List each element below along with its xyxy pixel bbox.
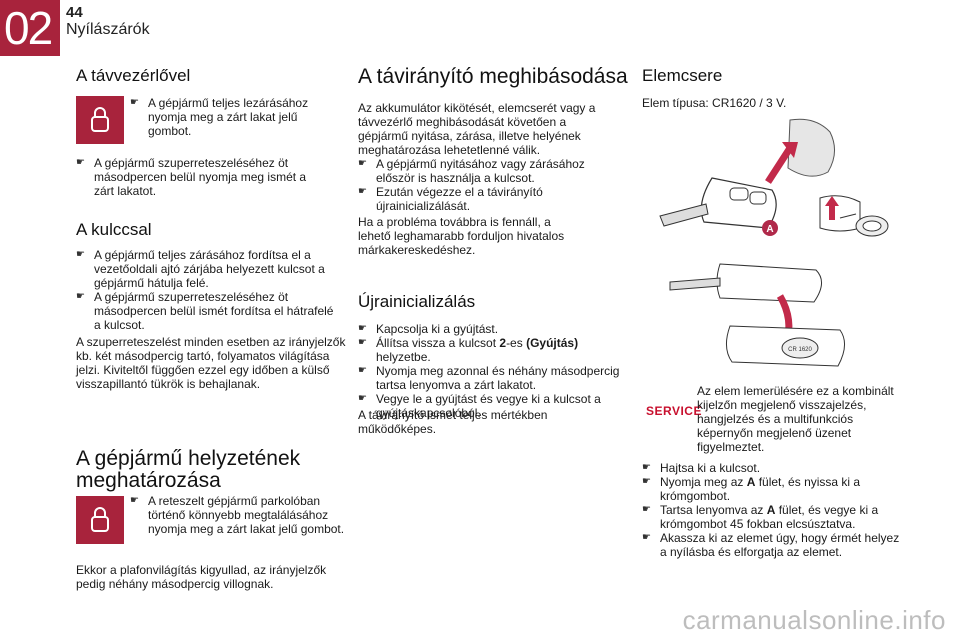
battery-step3-a: Tartsa lenyomva az	[660, 503, 767, 517]
lock-icon	[76, 96, 124, 144]
battery-marking: CR 1620	[788, 347, 812, 353]
list-item: A gépjármű nyitásához vagy zárásához elő…	[358, 157, 623, 185]
reinit-step2-d: (Gyújtás)	[526, 336, 579, 350]
watermark: carmanualsonline.info	[682, 605, 946, 635]
locate-steps: A reteszelt gépjármű parkolóban történő …	[130, 494, 345, 536]
heading-battery: Elemcsere	[642, 66, 723, 85]
chapter-tab: 02	[0, 0, 60, 56]
heading-remote: A távvezérlővel	[76, 66, 191, 85]
list-item: A reteszelt gépjármű parkolóban történő …	[130, 494, 345, 536]
lock-icon	[76, 496, 124, 544]
heading-locate: A gépjármű helyzetének meghatározása	[76, 448, 300, 492]
reinit-step2-c: -es	[506, 336, 527, 350]
list-item: Nyomja meg azonnal és néhány másodpercig…	[358, 364, 628, 392]
reinit-step2-e: helyzetbe.	[376, 350, 431, 364]
battery-step2-b: A	[746, 475, 756, 489]
battery-step3-c: fület, és vegye ki a krómgombot 45 fokba…	[660, 503, 879, 531]
list-item: Tartsa lenyomva az A fület, és vegye ki …	[642, 503, 907, 531]
locate-note: Ekkor a plafonvilágítás kigyullad, az ir…	[76, 563, 327, 591]
key-steps: A gépjármű teljes zárásához fordítsa el …	[76, 248, 341, 332]
reinit-step2-b: 2	[499, 336, 507, 350]
battery-step2-c: fület, és nyissa ki a krómgombot.	[660, 475, 861, 503]
reinit-note: A távirányító ismét teljes mértékben műk…	[358, 408, 548, 436]
battery-step3-b: A	[766, 503, 776, 517]
reinit-step2-a: Állítsa vissza a kulcsot	[376, 336, 500, 350]
page-number: 44	[66, 4, 83, 21]
reinit-steps: Kapcsolja ki a gyújtást. Állítsa vissza …	[358, 322, 628, 420]
list-item: A gépjármű teljes zárásához fordítsa el …	[76, 248, 341, 290]
heading-locate-line2: meghatározása	[76, 469, 221, 492]
list-item: Ezután végezze el a távirányító újrainic…	[358, 185, 623, 213]
failure-note: Ha a probléma továbbra is fennáll, a leh…	[358, 215, 565, 257]
section-title: Nyílászárók	[66, 21, 150, 38]
superlock-note: A szuperreteszelést minden esetben az ir…	[76, 335, 346, 391]
remote-lock-steps: A gépjármű teljes lezárásához nyomja meg…	[130, 96, 340, 138]
key-battery-illustration: A CR 1620	[659, 118, 889, 367]
list-item: Hajtsa ki a kulcsot.	[642, 461, 907, 475]
list-item: Nyomja meg az A fület, és nyissa ki a kr…	[642, 475, 907, 503]
service-note: Az elem lemerülésére ez a kombinált kije…	[697, 384, 894, 454]
list-item: A gépjármű szuperreteszeléséhez öt másod…	[76, 290, 341, 332]
failure-intro: Az akkumulátor kikötését, elemcserét vag…	[358, 101, 596, 157]
heading-reinit: Újrainicializálás	[358, 292, 476, 311]
heading-locate-line1: A gépjármű helyzetének	[76, 447, 301, 470]
list-item: Vegye le a gyújtást és vegye ki a kulcso…	[358, 392, 628, 420]
label-a: A	[766, 224, 773, 235]
heading-key: A kulccsal	[76, 220, 152, 239]
list-item: A gépjármű szuperreteszeléséhez öt másod…	[76, 156, 326, 198]
remote-superlock-steps: A gépjármű szuperreteszeléséhez öt másod…	[76, 156, 326, 198]
heading-remote-failure: A távirányító meghibásodása	[358, 65, 628, 88]
list-item: Állítsa vissza a kulcsot 2-es (Gyújtás) …	[358, 336, 628, 364]
battery-type: Elem típusa: CR1620 / 3 V.	[642, 96, 787, 110]
failure-steps: A gépjármű nyitásához vagy zárásához elő…	[358, 157, 623, 213]
list-item: A gépjármű teljes lezárásához nyomja meg…	[130, 96, 340, 138]
list-item: Kapcsolja ki a gyújtást.	[358, 322, 628, 336]
list-item: Akassza ki az elemet úgy, hogy érmét hel…	[642, 531, 907, 559]
tab-a-badge	[762, 220, 778, 236]
chapter-number: 02	[4, 2, 53, 54]
battery-step2-a: Nyomja meg az	[660, 475, 747, 489]
service-warning-icon: SERVICE	[646, 404, 702, 418]
battery-steps: Hajtsa ki a kulcsot. Nyomja meg az A fül…	[642, 461, 907, 559]
